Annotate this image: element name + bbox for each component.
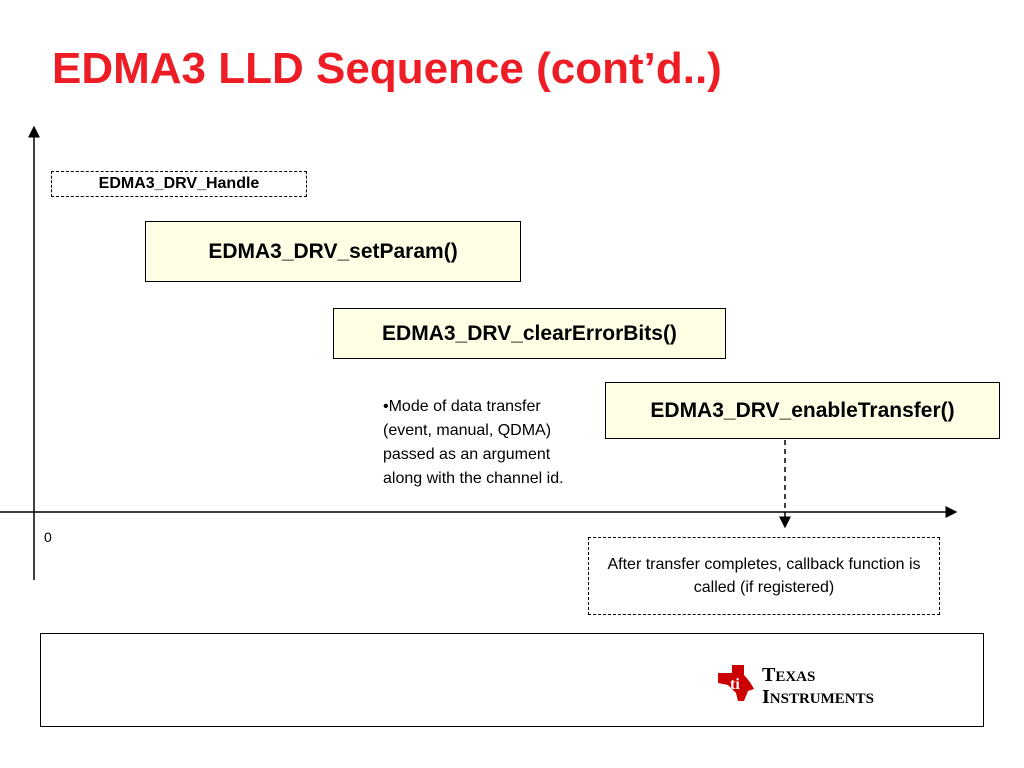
step-box-clear-error-bits: EDMA3_DRV_clearErrorBits() [333,308,726,359]
footer-panel [40,633,984,727]
logo-line2-initial: I [762,686,770,708]
texas-instruments-logo-icon: ti [718,665,754,701]
logo-line1-rest: EXAS [775,669,816,685]
texas-instruments-logo: ti TEXAS INSTRUMENTS [714,659,904,707]
logo-line1-initial: T [762,664,776,686]
logo-line2-rest: NSTRUMENTS [769,691,874,707]
drv-handle-label: EDMA3_DRV_Handle [51,171,307,197]
svg-text:ti: ti [730,676,740,693]
transfer-mode-note: •Mode of data transfer (event, manual, Q… [383,398,564,487]
callback-note-box: After transfer completes, callback funct… [588,537,940,615]
step-box-enable-transfer: EDMA3_DRV_enableTransfer() [605,382,1000,439]
step-box-set-param: EDMA3_DRV_setParam() [145,221,521,282]
origin-label: 0 [44,529,52,545]
texas-instruments-wordmark: TEXAS INSTRUMENTS [762,665,874,709]
slide-title: EDMA3 LLD Sequence (cont’d..) [52,44,722,93]
